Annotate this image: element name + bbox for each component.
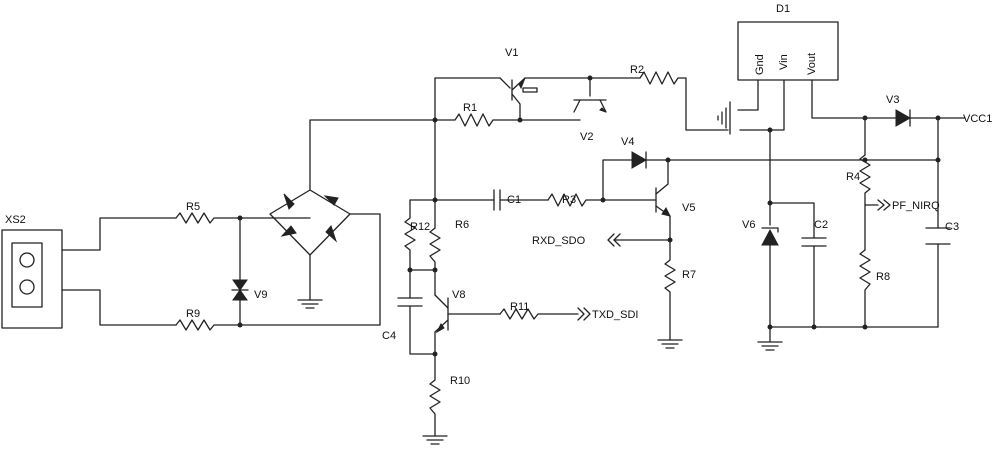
resistor-r10 bbox=[429, 353, 441, 437]
label-r12: R12 bbox=[410, 221, 430, 233]
label-r5: R5 bbox=[186, 201, 200, 213]
transistor-v5 bbox=[639, 159, 671, 241]
transistor-v2 bbox=[573, 77, 607, 113]
label-d1-gnd: Gnd bbox=[754, 54, 766, 75]
label-v8: V8 bbox=[452, 289, 465, 301]
label-v3: V3 bbox=[886, 94, 899, 106]
label-c2: C2 bbox=[814, 219, 828, 231]
label-r2: R2 bbox=[630, 64, 644, 76]
label-c3: C3 bbox=[945, 221, 959, 233]
net-vcc1: VCC1 bbox=[963, 113, 992, 125]
junction-dots bbox=[237, 75, 941, 357]
label-v1: V1 bbox=[505, 47, 518, 59]
label-r8: R8 bbox=[876, 271, 890, 283]
label-r9: R9 bbox=[186, 308, 200, 320]
bridge-rectifier bbox=[269, 119, 436, 326]
label-r7: R7 bbox=[682, 269, 696, 281]
regulator-d1: Gnd Vin Vout bbox=[717, 21, 866, 135]
label-r6: R6 bbox=[455, 219, 469, 231]
resistor-r4 bbox=[859, 154, 871, 251]
label-d1-vout: Vout bbox=[806, 53, 818, 75]
label-d1-vin: Vin bbox=[778, 54, 790, 70]
resistor-r8 bbox=[859, 249, 871, 328]
tvs-diode-v9 bbox=[231, 217, 249, 326]
label-v4: V4 bbox=[621, 136, 634, 148]
diode-v4 bbox=[602, 151, 669, 201]
label-v6: V6 bbox=[742, 219, 755, 231]
net-txd-sdi: TXD_SDI bbox=[592, 309, 638, 321]
label-c1: C1 bbox=[507, 194, 521, 206]
resistor-r12 bbox=[404, 199, 416, 271]
diode-v3 bbox=[864, 109, 966, 127]
label-c4: C4 bbox=[382, 330, 396, 342]
label-r1: R1 bbox=[463, 102, 477, 114]
capacitor-c1 bbox=[493, 189, 549, 211]
transistor-v1 bbox=[499, 77, 601, 121]
label-r3: R3 bbox=[562, 194, 576, 206]
resistor-r1 bbox=[434, 113, 581, 127]
label-r10: R10 bbox=[450, 375, 470, 387]
resistor-r2 bbox=[599, 71, 729, 131]
label-r4: R4 bbox=[846, 171, 860, 183]
resistor-r6 bbox=[429, 227, 441, 271]
resistor-r7 bbox=[664, 239, 676, 341]
resistor-r5 bbox=[175, 212, 311, 224]
resistor-r3 bbox=[547, 193, 641, 207]
connector-xs2 bbox=[1, 217, 177, 329]
net-rxd-sdo: RXD_SDO bbox=[532, 235, 586, 247]
transistor-v8 bbox=[434, 269, 501, 355]
zener-v6 bbox=[761, 227, 779, 328]
label-xs2: XS2 bbox=[5, 214, 26, 226]
label-v5: V5 bbox=[682, 202, 695, 214]
label-v9: V9 bbox=[254, 289, 267, 301]
label-r11: R11 bbox=[510, 301, 529, 313]
net-pf-nirq: PF_NIRQ bbox=[892, 200, 940, 212]
label-v2: V2 bbox=[580, 131, 593, 143]
resistor-r9 bbox=[175, 319, 381, 331]
label-d1: D1 bbox=[776, 3, 790, 15]
resistor-r11 bbox=[499, 308, 579, 320]
